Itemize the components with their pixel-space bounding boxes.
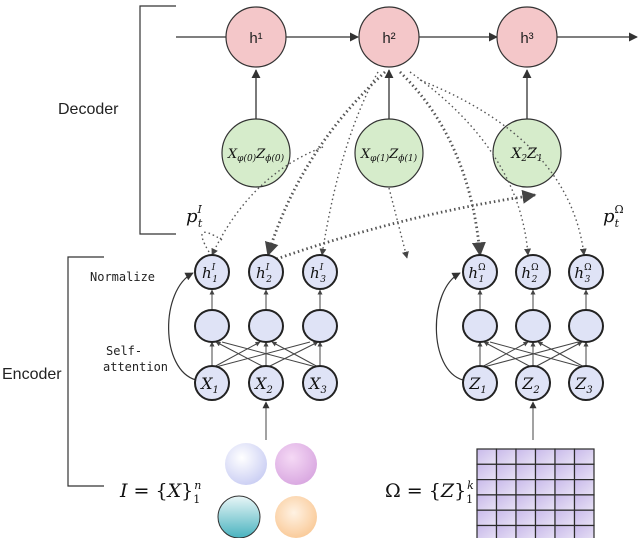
- self-attention-label-line1: Self-: [106, 344, 142, 358]
- grid-cell: [554, 509, 576, 527]
- left-attn-node-3: [302, 309, 338, 343]
- set-formula-right: Ω = {Z}1k: [385, 479, 474, 506]
- grid-cell: [515, 479, 537, 496]
- decoder-bracket: [139, 5, 176, 235]
- grid-cell: [515, 494, 537, 511]
- right-attn-node-1: [462, 309, 498, 343]
- grid-cell: [515, 463, 537, 481]
- grid-cell: [515, 448, 537, 465]
- grid-cell: [534, 494, 556, 511]
- right-input-node-1: Z1: [462, 365, 498, 401]
- left-attn-node-1: [194, 309, 230, 343]
- hidden-state-h1: h¹: [225, 6, 287, 68]
- attention-links: [201, 70, 587, 264]
- svg-text:hΩ1: hΩ1: [468, 263, 485, 285]
- normalize-label: Normalize: [90, 270, 155, 284]
- left-attn-node-2: [248, 309, 284, 343]
- svg-text:X1: X1: [199, 374, 219, 396]
- grid-cell: [495, 524, 517, 538]
- left-input-node-2: X2: [248, 365, 284, 401]
- svg-text:Z3: Z3: [574, 374, 593, 396]
- grid-cell: [554, 524, 576, 538]
- right-input-node-2: Z2: [515, 365, 551, 401]
- svg-text:X3: X3: [307, 374, 327, 396]
- grid-cell: [495, 494, 517, 511]
- grid-cell: [476, 448, 498, 465]
- svg-text:Z1: Z1: [468, 374, 487, 396]
- right-attn-node-3: [568, 309, 604, 343]
- left-input-node-1: X1: [194, 365, 230, 401]
- grid-cell: [554, 448, 576, 465]
- grid-cell: [476, 479, 498, 496]
- decoder-input-0: Xφ(0)Zϕ(0): [221, 118, 291, 188]
- grid-cell: [476, 494, 498, 511]
- svg-text:X2Z1: X2Z1: [510, 146, 542, 164]
- feature-grid: [476, 448, 595, 538]
- grid-cell: [554, 463, 576, 481]
- grid-cell: [573, 448, 595, 465]
- grid-cell: [476, 463, 498, 481]
- self-attention-label-line2: attention: [103, 360, 168, 374]
- left-input-node-3: X3: [302, 365, 338, 401]
- svg-text:hΩ2: hΩ2: [521, 263, 538, 285]
- input-image-orange: [275, 496, 317, 538]
- input-image-pink: [275, 443, 317, 485]
- hidden-state-h2: h²: [358, 6, 420, 68]
- grid-cell: [534, 479, 556, 496]
- grid-cell: [534, 524, 556, 538]
- svg-text:X2: X2: [253, 374, 273, 396]
- svg-text:h¹: h¹: [249, 30, 262, 47]
- encoder-bracket: [67, 256, 104, 487]
- grid-cell: [534, 463, 556, 481]
- svg-text:h²: h²: [382, 30, 395, 47]
- grid-cell: [573, 524, 595, 538]
- decoder-label: Decoder: [58, 101, 119, 118]
- svg-text:h³: h³: [520, 30, 533, 47]
- grid-cell: [476, 524, 498, 538]
- set-formula-left: I = {X}1n: [119, 479, 201, 506]
- svg-text:hI3: hI3: [310, 263, 326, 285]
- grid-cell: [573, 509, 595, 527]
- decoder-input-2: X2Z1: [492, 118, 562, 188]
- svg-text:hΩ3: hΩ3: [574, 263, 591, 285]
- encoder-label: Encoder: [2, 366, 62, 383]
- grid-cell: [515, 509, 537, 527]
- grid-cell: [515, 524, 537, 538]
- right-attn-node-2: [515, 309, 551, 343]
- grid-cell: [476, 509, 498, 527]
- grid-cell: [495, 448, 517, 465]
- grid-cell: [554, 494, 576, 511]
- grid-cell: [534, 448, 556, 465]
- grid-cell: [573, 479, 595, 496]
- input-image-teal: [217, 495, 261, 538]
- decoder-input-1: Xφ(1)Zϕ(1): [354, 118, 424, 188]
- grid-cell: [573, 463, 595, 481]
- grid-cell: [495, 479, 517, 496]
- input-image-blue: [225, 443, 267, 485]
- grid-cell: [534, 509, 556, 527]
- grid-cell: [495, 463, 517, 481]
- hidden-state-h3: h³: [496, 6, 558, 68]
- right-input-node-3: Z3: [568, 365, 604, 401]
- svg-text:hI1: hI1: [202, 263, 218, 285]
- grid-cell: [573, 494, 595, 511]
- svg-text:hI2: hI2: [256, 263, 272, 285]
- grid-cell: [495, 509, 517, 527]
- svg-text:Z2: Z2: [521, 374, 540, 396]
- grid-cell: [554, 479, 576, 496]
